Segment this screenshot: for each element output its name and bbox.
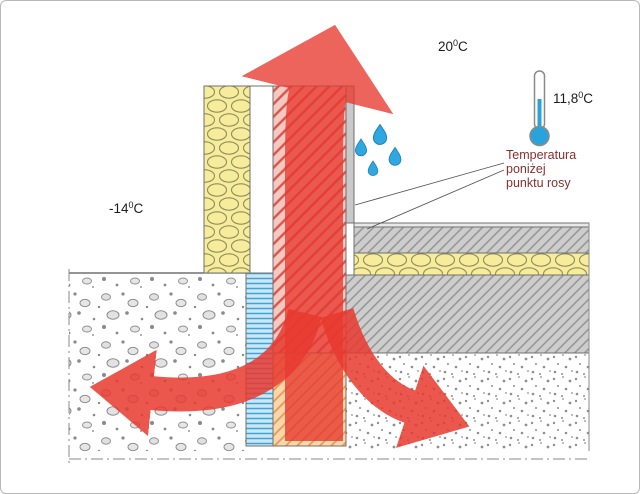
- water-droplet-icon: [372, 123, 388, 145]
- outdoor-temp-label: -140C: [109, 200, 144, 216]
- annotation-line-2: poniżej: [506, 162, 546, 176]
- heat-flow-arrows: [89, 24, 470, 448]
- dewpoint-annotation: Temperatura poniżej punktu rosy: [506, 148, 576, 190]
- section-boundary-lines: [68, 269, 589, 467]
- floor-slab: [345, 274, 590, 354]
- heat-flow-arrow-left: [89, 308, 322, 437]
- heat-flow-arrow-up: [241, 24, 394, 441]
- water-droplet-icon: [367, 160, 379, 176]
- annotation-line-1: Temperatura: [506, 148, 576, 162]
- floor-finish-layer: [353, 222, 590, 228]
- exterior-insulation-layer: [203, 85, 251, 274]
- thermometer-icon: [529, 70, 550, 147]
- floor-screed-layer: [353, 226, 590, 254]
- interior-finish-layer: [345, 85, 355, 224]
- indoor-temp-label: 200C: [438, 38, 468, 54]
- wall-gap-layer: [249, 85, 274, 274]
- annotation-line-3: punktu rosy: [506, 176, 571, 190]
- heat-flow-arrow-right: [320, 307, 470, 448]
- soil-left-region: [69, 273, 246, 451]
- water-droplet-icon: [388, 146, 402, 166]
- water-droplets-icon: [354, 123, 402, 176]
- annotation-leader-line: [354, 162, 505, 206]
- water-droplet-icon: [354, 138, 368, 157]
- dewpoint-temp-label: 11,80C: [553, 90, 593, 106]
- annotation-leader-line: [366, 169, 505, 230]
- floor-insulation-layer: [353, 252, 590, 276]
- annotation-leader-lines: [354, 162, 505, 230]
